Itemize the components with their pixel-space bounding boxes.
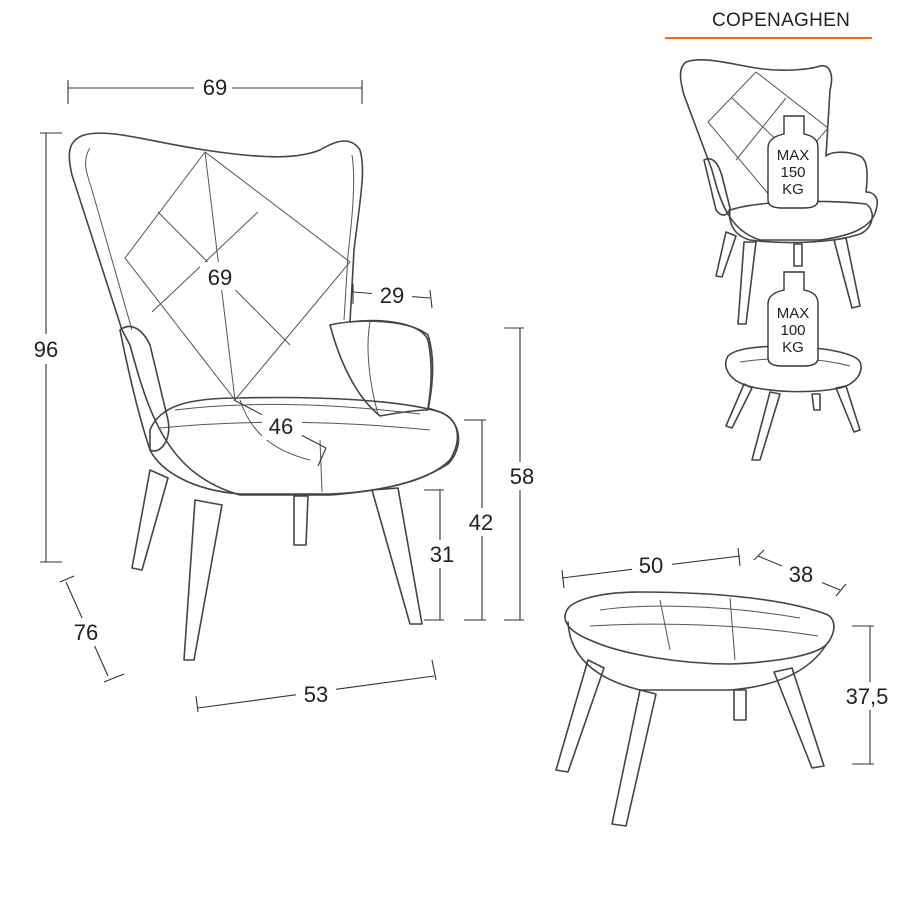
footstool-top <box>564 591 835 665</box>
footstool-load-line3: KG <box>782 339 804 356</box>
footstool-body <box>567 621 827 691</box>
dim-armchair-depth: 76 <box>74 620 98 645</box>
dim-seat-height: 42 <box>469 510 493 535</box>
footstool-leg-back-right <box>733 689 747 721</box>
brand-title: COPENAGHEN <box>712 10 851 31</box>
armchair-load-line2: 150 <box>780 164 805 181</box>
armchair-back <box>68 132 459 496</box>
dim-footstool-depth: 38 <box>789 562 813 587</box>
armchair-leg-front-right <box>371 487 423 625</box>
armchair-leg-back-left <box>131 469 169 571</box>
footstool-load-line1: MAX <box>777 305 810 322</box>
small-footstool-drawing: MAX 100 KG <box>724 271 862 461</box>
dim-armchair-back-height: 69 <box>208 265 232 290</box>
brand-underline <box>665 37 872 39</box>
weight-bottle-icon <box>767 271 819 367</box>
dim-leg-height: 31 <box>430 542 454 567</box>
dim-armchair-width: 69 <box>203 75 227 100</box>
dim-armrest-height: 58 <box>510 464 534 489</box>
armchair-load-line3: KG <box>782 181 804 198</box>
dim-armrest-width: 29 <box>380 283 404 308</box>
footstool-leg-back-left <box>611 689 657 827</box>
footstool-leg-front-right <box>773 667 825 769</box>
footstool-dimensions: 50 38 37,5 <box>561 547 896 765</box>
dim-footstool-width: 50 <box>639 553 663 578</box>
small-armchair-drawing: MAX 150 KG <box>679 59 879 325</box>
dim-seat-depth: 46 <box>269 414 293 439</box>
footstool-load-line2: 100 <box>780 322 805 339</box>
weight-bottle-icon <box>767 115 819 209</box>
armchair-right-arm <box>329 320 434 417</box>
armchair-left-arm <box>119 325 170 452</box>
armchair-drawing <box>68 132 460 661</box>
armchair-seat <box>149 396 460 495</box>
footstool-drawing <box>555 591 835 827</box>
armchair-leg-back-right <box>293 495 309 546</box>
footstool-leg-front-left <box>555 659 605 773</box>
armchair-dimensions: 69 96 69 29 46 76 53 58 <box>26 72 542 713</box>
dim-footstool-height: 37,5 <box>846 684 889 709</box>
armchair-load-line1: MAX <box>777 147 810 164</box>
dim-armchair-base-width: 53 <box>304 682 328 707</box>
armchair-leg-front-left <box>183 499 223 661</box>
dim-armchair-total-height: 96 <box>34 337 58 362</box>
